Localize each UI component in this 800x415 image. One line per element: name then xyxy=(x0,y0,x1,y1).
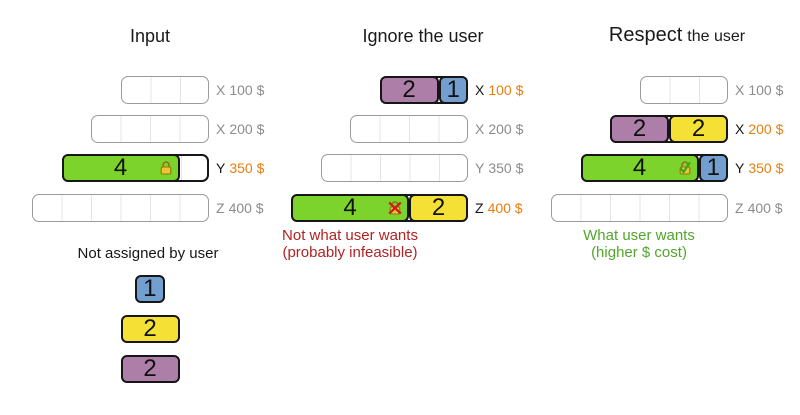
slot-respect-z400 xyxy=(551,194,728,222)
slot-ignore-x200 xyxy=(350,115,468,143)
block-yellow-2: 2 xyxy=(409,194,468,222)
unassigned-block-blue-1: 1 xyxy=(135,275,165,303)
block-value: 4 xyxy=(343,194,357,221)
machine-price: 100 $ xyxy=(748,82,784,98)
block-value: 2 xyxy=(143,355,157,382)
machine-price: 350 $ xyxy=(488,160,524,176)
machine-price: 200 $ xyxy=(748,121,784,137)
caption-respect: What user wants (higher $ cost) xyxy=(583,227,695,261)
block-value: 2 xyxy=(632,115,647,142)
machine-price: 200 $ xyxy=(229,121,265,137)
column-title-ignore: Ignore the user xyxy=(362,26,484,46)
caption-line-2: (probably infeasible) xyxy=(282,243,418,261)
block-value: 1 xyxy=(143,275,157,302)
machine-name: Z xyxy=(216,200,225,216)
slot-respect-x100 xyxy=(639,76,728,104)
lock-icon xyxy=(160,161,171,175)
machine-price: 400 $ xyxy=(487,200,523,216)
machine-price: 100 $ xyxy=(229,82,265,98)
block-green-4: 4 xyxy=(61,154,180,182)
lock-crossed-icon xyxy=(388,201,402,215)
machine-price: 350 $ xyxy=(748,160,784,176)
slot-ignore-y350 xyxy=(320,154,468,182)
machine-name: X xyxy=(216,82,226,98)
slot-input-x200 xyxy=(91,115,209,143)
unassigned-block-yellow-2: 2 xyxy=(120,315,180,343)
block-value: 4 xyxy=(632,154,647,181)
column-title-respect-big: Respect xyxy=(608,24,683,46)
machine-price: 350 $ xyxy=(229,160,265,176)
block-purple-2: 2 xyxy=(610,115,669,143)
block-value: 1 xyxy=(446,76,460,103)
block-value: 4 xyxy=(113,154,128,181)
block-green-4: 4 xyxy=(580,154,699,182)
slot-input-x100 xyxy=(120,76,209,104)
machine-name: Y xyxy=(216,160,226,176)
block-value: 2 xyxy=(691,115,706,142)
machine-name: X xyxy=(735,82,745,98)
column-title-respect-small: the user xyxy=(687,28,746,45)
block-green-4: 4 xyxy=(291,194,409,222)
machine-name: Z xyxy=(735,200,744,216)
block-value: 2 xyxy=(143,315,157,342)
machine-price: 100 $ xyxy=(488,82,524,98)
lock-check-icon xyxy=(679,161,691,175)
machine-name: X xyxy=(216,121,226,137)
machine-name: X xyxy=(475,121,485,137)
machine-price: 400 $ xyxy=(228,200,264,216)
machine-price: 400 $ xyxy=(747,200,783,216)
machine-name: Z xyxy=(475,200,484,216)
slot-input-z400 xyxy=(32,194,209,222)
block-purple-2: 2 xyxy=(379,76,439,104)
block-blue-1: 1 xyxy=(438,76,468,104)
caption-line-1: Not what user wants xyxy=(282,227,418,244)
caption-line-2: (higher $ cost) xyxy=(591,243,687,261)
column-title-respect: Respect the user xyxy=(609,25,745,47)
machine-price: 200 $ xyxy=(488,121,524,137)
unassigned-block-purple-2: 2 xyxy=(120,355,180,383)
machine-name: X xyxy=(735,121,745,137)
block-value: 1 xyxy=(706,154,720,181)
block-value: 2 xyxy=(431,194,446,221)
block-value: 2 xyxy=(402,76,416,103)
machine-name: Y xyxy=(475,160,485,176)
caption-ignore: Not what user wants (probably infeasible… xyxy=(282,227,418,261)
column-title-input: Input xyxy=(129,26,171,46)
machine-name: Y xyxy=(735,160,745,176)
caption-line-1: What user wants xyxy=(583,227,695,244)
caption-input: Not assigned by user xyxy=(77,245,219,262)
block-yellow-2: 2 xyxy=(669,115,728,143)
block-blue-1: 1 xyxy=(698,154,728,182)
machine-name: X xyxy=(475,82,485,98)
